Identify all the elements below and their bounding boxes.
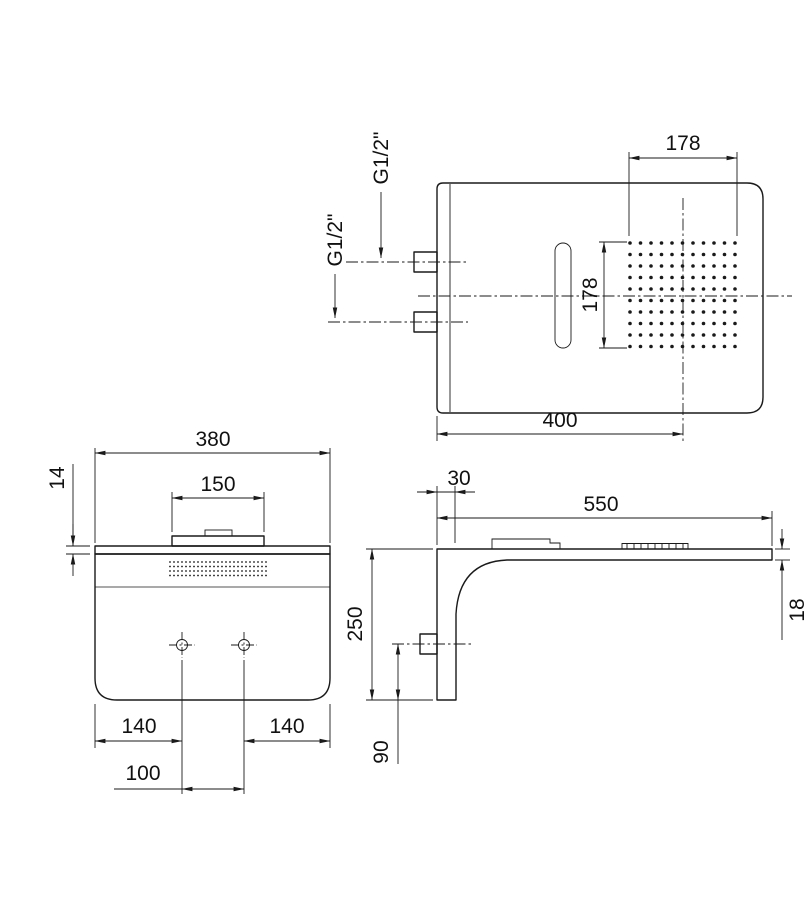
dim-inlet-from-bottom: 90: [370, 643, 401, 764]
dim-plate-thickness: 14: [46, 464, 76, 576]
dim-overall-width-value: 380: [195, 428, 230, 451]
plan-view: 380 150 14 140 140 100: [46, 428, 331, 794]
dim-hole-left-offset: 140: [94, 715, 183, 744]
dim-hole-spacing-value: 100: [125, 762, 160, 785]
inlet-upper-thread-label: G1/2": [370, 132, 393, 185]
side-profile-outline: [436, 548, 773, 701]
dim-plate-thickness-value: 14: [46, 466, 69, 490]
front-view: 178 178 400 G1/2" G1/2": [324, 132, 792, 441]
dim-mount-block-width: 150: [171, 473, 265, 501]
side-spray-ticks: [626, 544, 684, 549]
inlet-upper: [413, 251, 438, 273]
inlet-lower: [413, 311, 438, 333]
dim-overall-length: 550: [436, 493, 773, 521]
head-body-outline: [94, 553, 331, 701]
dim-grid-width-value: 178: [665, 132, 700, 155]
dim-grid-height: 178: [579, 241, 627, 349]
dim-overall-width: 380: [94, 428, 331, 456]
dim-hole-right-offset: 140: [243, 715, 331, 744]
side-extension-lines: [366, 486, 790, 701]
spray-grid-dots: [628, 241, 737, 349]
dim-edge-to-center-value: 400: [542, 409, 577, 432]
dim-wall-plate-height-value: 250: [344, 606, 367, 641]
dim-mount-block-width-value: 150: [200, 473, 235, 496]
dim-hole-left-offset-value: 140: [121, 715, 156, 738]
dim-edge-to-center: 400: [436, 409, 684, 441]
dim-inlet-from-bottom-value: 90: [370, 740, 393, 763]
dim-head-thickness-value: 18: [786, 598, 808, 621]
waterfall-block-profile: [491, 538, 561, 549]
dim-grid-width: 178: [628, 132, 738, 236]
dim-hole-spacing: 100: [114, 762, 245, 792]
label-inlet-upper: G1/2": [370, 132, 393, 259]
plan-extension-lines: [66, 448, 331, 794]
waterfall-slot: [554, 242, 572, 349]
dim-grid-height-value: 178: [579, 277, 602, 312]
mount-block-boss: [204, 529, 233, 537]
dim-wall-plate-thickness: 30: [417, 467, 475, 495]
head-panel-outline: [436, 182, 764, 414]
label-inlet-lower: G1/2": [324, 214, 347, 319]
inlet-lower-thread-label: G1/2": [324, 214, 347, 267]
mount-hole-right: [231, 632, 257, 658]
dim-wall-plate-height: 250: [344, 548, 375, 701]
mount-block: [171, 535, 265, 547]
mount-hole-left: [169, 632, 195, 658]
top-plate: [94, 545, 331, 555]
side-view: 30 550 250 90 18: [344, 467, 808, 764]
plan-dots: [169, 561, 267, 577]
dim-hole-right-offset-value: 140: [269, 715, 304, 738]
spray-strip-profile: [621, 543, 689, 549]
dim-head-thickness: 18: [779, 529, 808, 640]
dim-wall-plate-thickness-value: 30: [447, 467, 470, 490]
dim-overall-length-value: 550: [583, 493, 618, 516]
